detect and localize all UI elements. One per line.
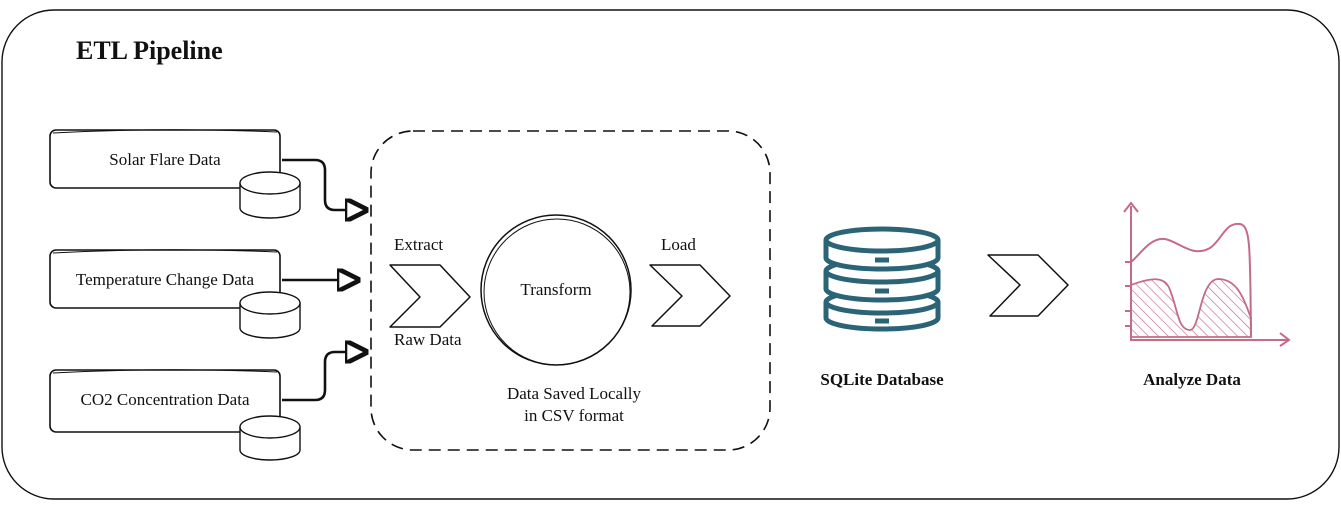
analytics-chart-icon (1123, 201, 1291, 347)
cylinder-icon (239, 291, 301, 339)
pipeline-container (1, 9, 1340, 500)
load-chevron (649, 264, 731, 327)
connector-co2 (282, 352, 366, 402)
load-label: Load (661, 235, 696, 254)
source-label-solar-flare: Solar Flare Data (109, 150, 221, 169)
source-temperature (49, 249, 301, 339)
storage-note-line-1: Data Saved Locally (506, 384, 642, 403)
database-icon (823, 226, 941, 332)
analyze-label: Analyze Data (1143, 370, 1241, 389)
connector-solar (282, 158, 366, 210)
source-label-temperature: Temperature Change Data (75, 270, 255, 289)
cylinder-icon (239, 415, 301, 461)
extract-label: Extract (394, 235, 444, 254)
raw-data-label: Raw Data (394, 330, 462, 349)
extract-chevron (389, 264, 471, 328)
database-label: SQLite Database (820, 370, 944, 389)
source-label-co2: CO2 Concentration Data (80, 390, 250, 409)
cylinder-icon (239, 171, 301, 219)
diagram-title: ETL Pipeline (76, 36, 223, 65)
source-solar-flare (49, 129, 301, 219)
storage-note-line-2: in CSV format (524, 406, 624, 425)
analyze-chevron (987, 254, 1069, 317)
source-co2 (49, 369, 301, 461)
local-stage-box (370, 130, 771, 451)
transform-label: Transform (520, 280, 592, 299)
transform-circle (480, 214, 632, 366)
